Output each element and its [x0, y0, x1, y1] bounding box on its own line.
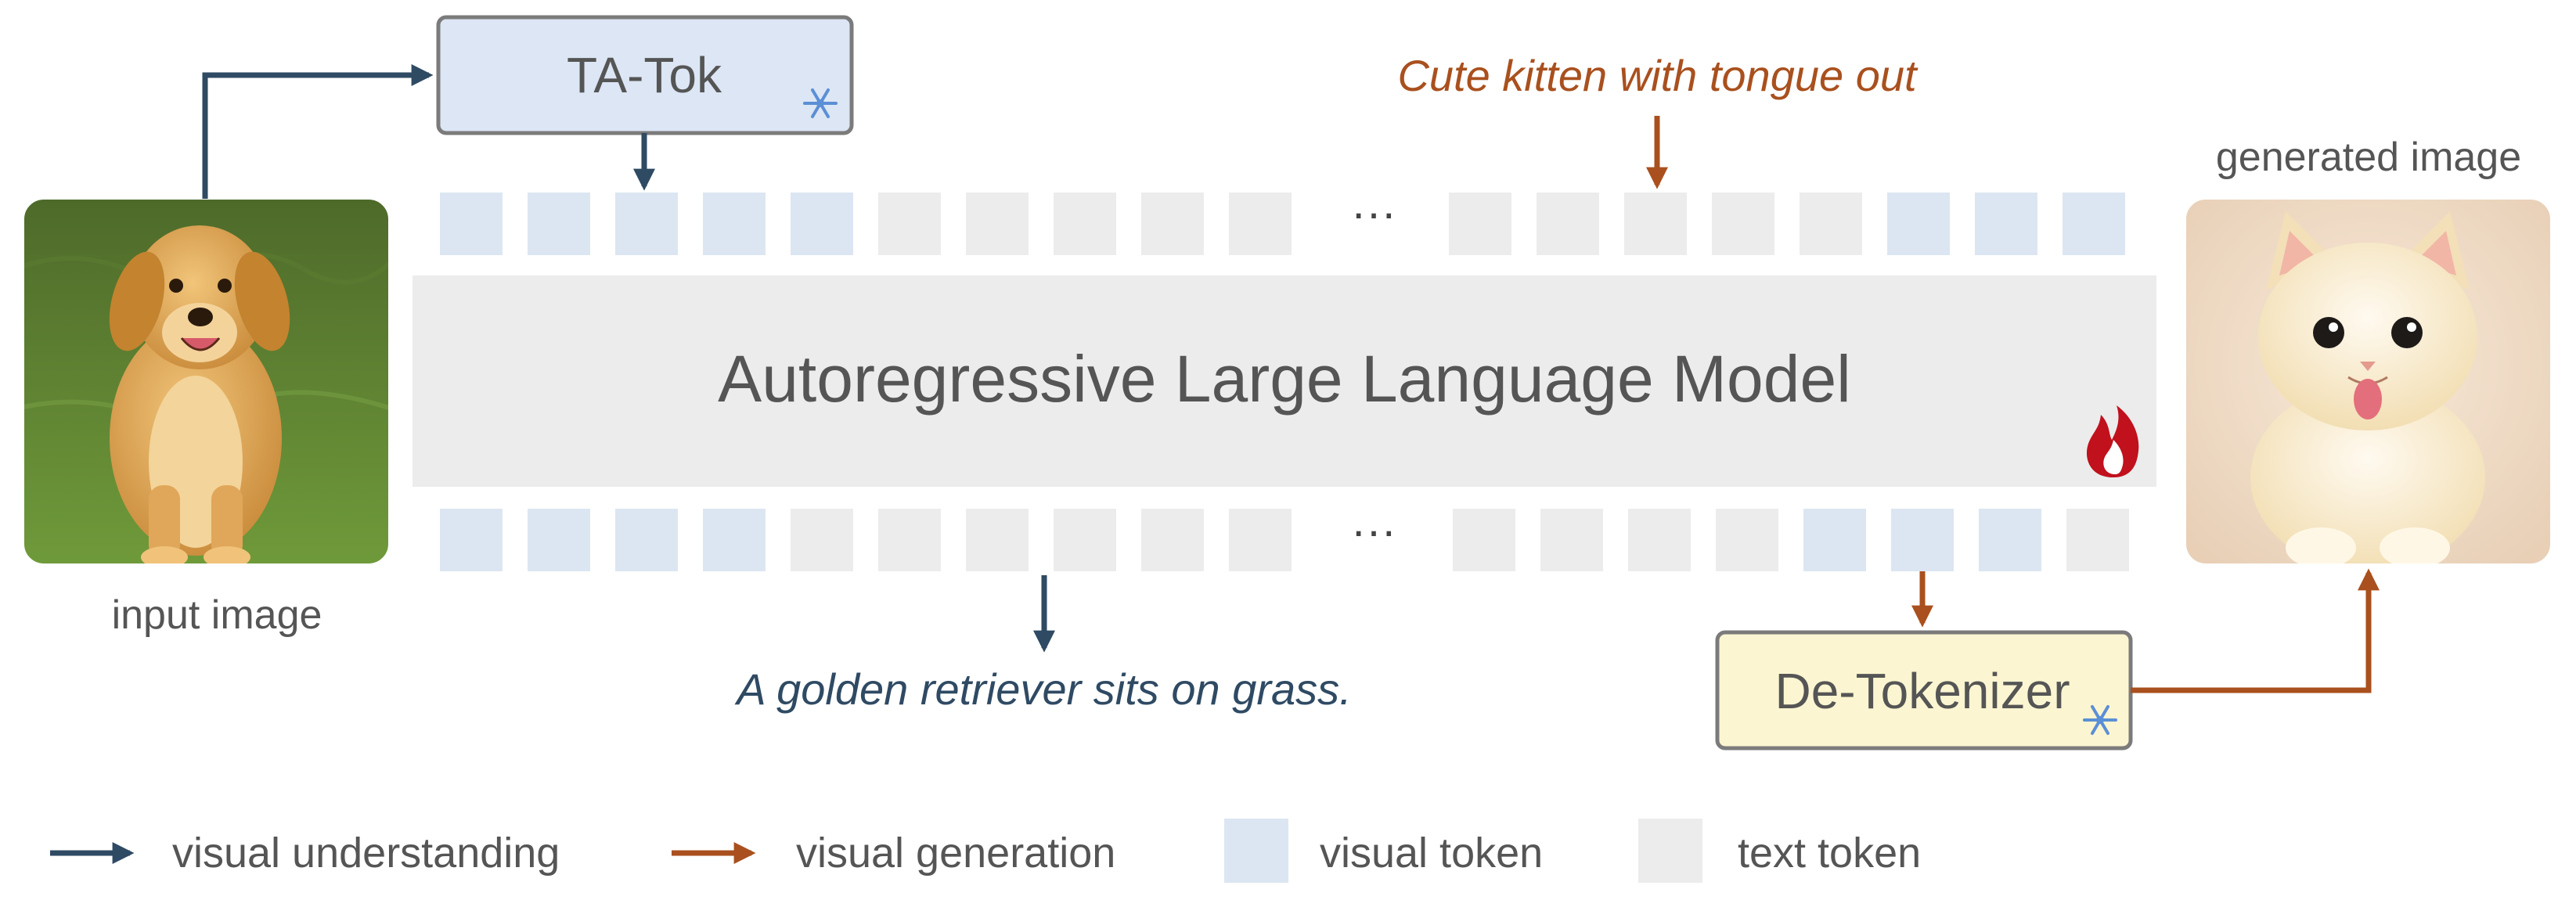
text-token — [1054, 509, 1116, 571]
text-token — [966, 509, 1029, 571]
visual-token — [615, 509, 678, 571]
legend-item-text-token: text token — [1638, 819, 1921, 883]
token-row-bottom — [440, 509, 2129, 571]
visual-token — [1887, 193, 1950, 255]
legend-label-text-token: text token — [1738, 830, 1921, 877]
visual-token — [1975, 193, 2037, 255]
legend-label-visual-token: visual token — [1320, 830, 1543, 877]
snowflake-icon — [803, 88, 838, 118]
llm-label: Autoregressive Large Language Model — [718, 342, 1851, 416]
text-token — [1540, 509, 1603, 571]
text-token — [1712, 193, 1774, 255]
input-image-caption: input image — [112, 592, 322, 638]
visual-token — [440, 193, 503, 255]
text-token — [1449, 193, 1511, 255]
text-token — [2066, 509, 2129, 571]
legend-swatch-text-token — [1638, 819, 1702, 883]
legend-item-generation: visual generation — [672, 830, 1115, 877]
input-image — [23, 198, 390, 565]
visual-token — [440, 509, 503, 571]
generated-image — [2185, 198, 2552, 565]
legend-label-generation: visual generation — [796, 830, 1115, 877]
visual-token — [528, 193, 590, 255]
visual-token — [791, 193, 853, 255]
text-token — [1716, 509, 1778, 571]
text-token — [878, 509, 941, 571]
token-ellipsis-bottom: ··· — [1351, 506, 1396, 556]
visual-token — [528, 509, 590, 571]
legend-label-understanding: visual understanding — [172, 830, 560, 877]
visual-token — [2063, 193, 2125, 255]
text-token — [1054, 193, 1116, 255]
text-token — [966, 193, 1029, 255]
visual-token — [1891, 509, 1954, 571]
text-token — [878, 193, 941, 255]
tokenizer-label: TA-Tok — [567, 47, 722, 103]
text-token — [1800, 193, 1862, 255]
detokenizer-label: De-Tokenizer — [1774, 663, 2070, 719]
text-token — [1141, 193, 1204, 255]
token-ellipsis-top: ··· — [1351, 188, 1396, 239]
visual-token — [1803, 509, 1866, 571]
generated-image-caption: generated image — [2216, 135, 2521, 180]
visual-token — [615, 193, 678, 255]
generation-prompt: Cute kitten with tongue out — [1397, 51, 1918, 100]
text-token — [1229, 509, 1292, 571]
arrow-detokenizer-to-output — [2131, 568, 2380, 693]
snowflake-icon — [2083, 705, 2117, 735]
visual-token — [1979, 509, 2041, 571]
legend-item-understanding: visual understanding — [50, 830, 560, 877]
text-token — [1624, 193, 1687, 255]
llm-block — [413, 275, 2156, 487]
visual-token — [703, 509, 766, 571]
text-token — [1453, 509, 1515, 571]
understanding-output: A golden retriever sits on grass. — [734, 664, 1351, 714]
text-token — [791, 509, 853, 571]
visual-token — [703, 193, 766, 255]
legend-swatch-visual-token — [1224, 819, 1288, 883]
text-token — [1229, 193, 1292, 255]
legend-item-visual-token: visual token — [1224, 819, 1543, 883]
flame-icon — [2086, 405, 2139, 477]
text-token — [1628, 509, 1691, 571]
legend: visual understanding visual generation v… — [50, 819, 1921, 883]
arrow-input-to-tokenizer — [202, 64, 434, 199]
text-token — [1141, 509, 1204, 571]
token-row-top — [440, 193, 2125, 255]
text-token — [1537, 193, 1599, 255]
